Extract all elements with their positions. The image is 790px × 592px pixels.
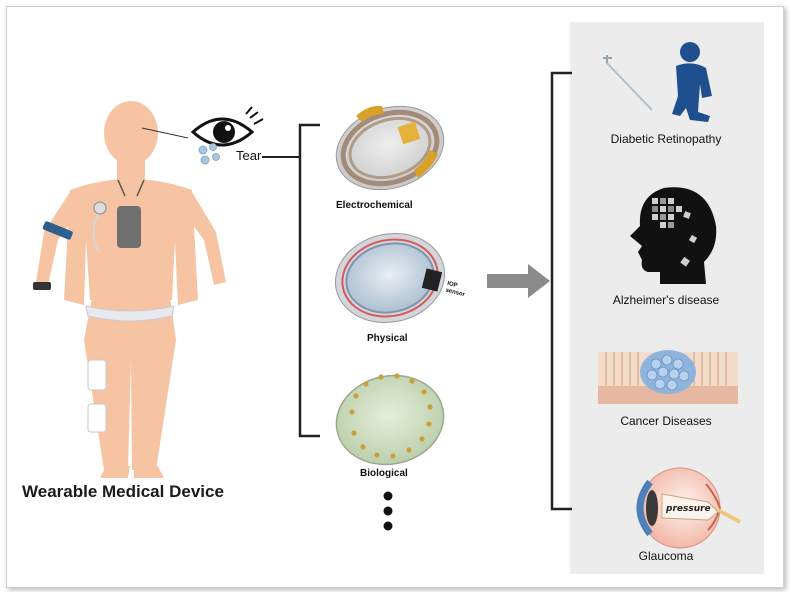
- lens-label-electrochemical: Electrochemical: [336, 200, 413, 211]
- disease-label-alzheimers: Alzheimer's disease: [612, 293, 720, 307]
- chest-device: [117, 206, 141, 248]
- disease-label-cancer: Cancer Diseases: [620, 414, 712, 428]
- tear-label: Tear: [236, 148, 262, 163]
- patch-cable: [92, 213, 101, 253]
- disease-label-glaucoma: Glaucoma: [638, 549, 694, 563]
- physical-lens-icon: [334, 232, 446, 324]
- human-body-icon: [36, 101, 226, 478]
- pointer-line: [141, 127, 189, 139]
- necklace-cord: [117, 179, 145, 197]
- leg-patch-lower: [87, 403, 107, 433]
- right-bracket: [550, 71, 572, 511]
- wrist-band: [33, 282, 51, 290]
- more-dots-icon: [383, 491, 393, 531]
- belt-device: [85, 305, 175, 322]
- head-brain-icon: [630, 187, 717, 284]
- disease-label-diabetic-retinopathy: Diabetic Retinopathy: [610, 132, 722, 146]
- diabetic-person-icon: [603, 42, 712, 122]
- lens-label-biological: Biological: [360, 468, 408, 479]
- patch-sensor: [93, 201, 107, 215]
- arm-band: [42, 221, 73, 240]
- pressure-label: pressure: [665, 504, 711, 514]
- figure-title: Wearable Medical Device: [22, 482, 224, 501]
- electrochemical-lens-icon: [335, 105, 445, 191]
- tear-drops-icon: [198, 143, 220, 165]
- eye-icon: [190, 106, 264, 147]
- left-bracket: [298, 123, 320, 438]
- tumor-cells-icon: [598, 350, 738, 404]
- biological-lens-icon: [335, 373, 445, 466]
- lens-label-physical: Physical: [367, 333, 408, 344]
- right-arrow-icon: [487, 264, 550, 298]
- eyeball-pressure-icon: pressure: [636, 467, 741, 549]
- leg-patch-upper: [87, 359, 107, 391]
